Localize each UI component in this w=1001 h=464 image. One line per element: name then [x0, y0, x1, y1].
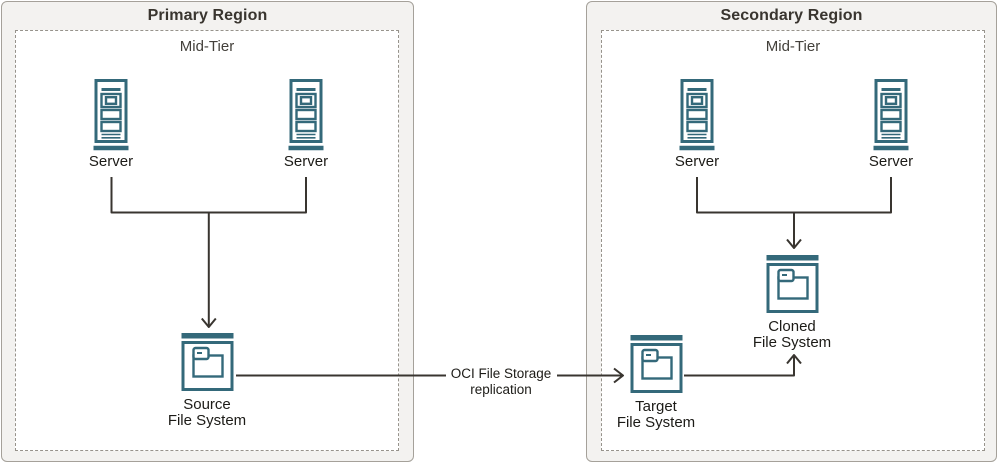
- primary-server-1-node: Server: [66, 78, 156, 170]
- source-file-system-label-line1: Source: [183, 396, 231, 413]
- target-file-system-node: Target File System: [596, 335, 716, 431]
- cloned-file-system-node: Cloned File System: [732, 255, 852, 351]
- secondary-midtier-label: Mid-Tier: [765, 38, 821, 55]
- file-system-icon: [630, 335, 682, 393]
- file-system-icon: [766, 255, 818, 313]
- primary-server-2-node: Server: [261, 78, 351, 170]
- server-label: Server: [88, 153, 134, 170]
- target-file-system-label-line1: Target: [635, 398, 677, 415]
- primary-midtier-label: Mid-Tier: [179, 38, 235, 55]
- file-system-icon: [181, 333, 233, 391]
- server-label: Server: [868, 153, 914, 170]
- source-file-system-node: Source File System: [147, 333, 267, 429]
- replication-label-line1: OCI File Storage: [450, 366, 552, 381]
- server-label: Server: [674, 153, 720, 170]
- replication-label-line2: replication: [470, 381, 532, 397]
- secondary-region-title: Secondary Region: [720, 7, 863, 24]
- primary-region-title: Primary Region: [147, 7, 268, 24]
- primary-midtier-box: [15, 30, 399, 451]
- replication-arrow-label: OCI File Storage replication: [421, 366, 581, 397]
- server-label: Server: [283, 153, 329, 170]
- cloned-file-system-label-line1: Cloned: [768, 318, 816, 335]
- secondary-server-1-node: Server: [652, 78, 742, 170]
- secondary-server-2-node: Server: [846, 78, 936, 170]
- server-icon: [93, 79, 129, 151]
- server-icon: [679, 79, 715, 151]
- target-file-system-label-line2: File System: [616, 414, 696, 432]
- server-icon: [873, 79, 909, 151]
- server-icon: [288, 79, 324, 151]
- cloned-file-system-label-line2: File System: [752, 334, 832, 352]
- source-file-system-label-line2: File System: [167, 412, 247, 430]
